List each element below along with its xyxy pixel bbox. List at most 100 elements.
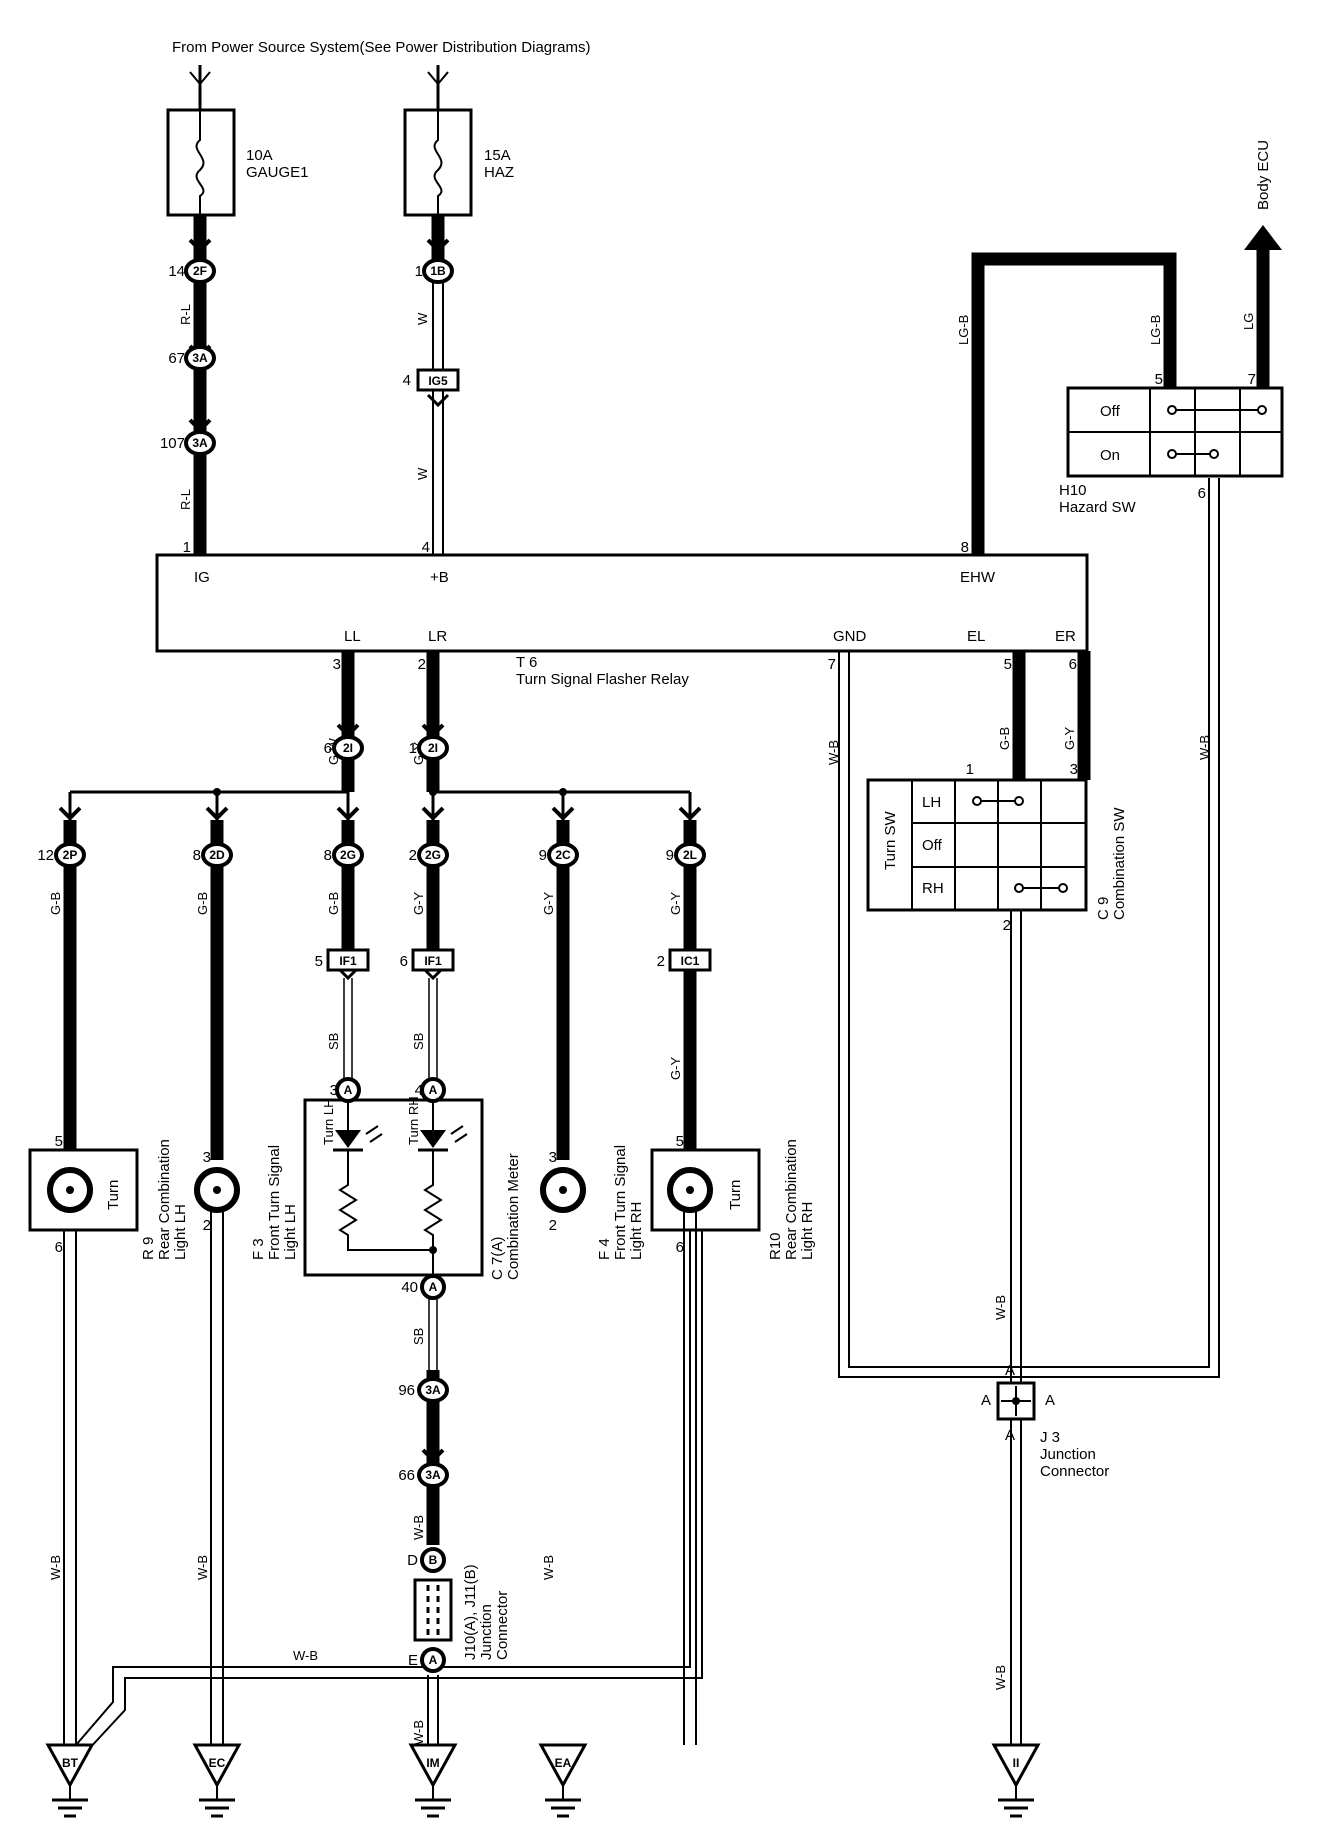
connector-code: 3A (192, 351, 208, 365)
gauge1-feed: 10A GAUGE1 (166, 65, 309, 555)
pin-number: 6 (55, 1239, 63, 1256)
ground-icon (45, 1743, 95, 1789)
connector-badge: 3A (184, 345, 216, 371)
fuse-element-icon (433, 110, 443, 215)
lh-label: LH (922, 794, 941, 811)
ground-label: IM (426, 1756, 439, 1770)
connector-badge: 3A (417, 1462, 449, 1488)
ground-icon (192, 1743, 242, 1789)
ground-label: EA (555, 1756, 572, 1770)
component-id: R 9 (140, 1237, 157, 1260)
pin-number: A (1005, 1362, 1015, 1379)
pin-number: 3 (549, 1149, 557, 1166)
component-id: F 3 (250, 1238, 267, 1260)
meter-turn-rh-label: Turn RH (406, 1096, 421, 1145)
junction-name: Junction (1040, 1446, 1096, 1463)
connector-badge: IC1 (668, 948, 712, 972)
connector-badge: IF1 (326, 948, 370, 972)
ground-icon (538, 1743, 588, 1789)
connector-code: 3A (425, 1468, 441, 1482)
ground-ea: EA (538, 1743, 588, 1818)
connector-badges: 2F 3A 3A 1B IG5 2I 2I 2P 2D 2G 2G 2C 2L … (54, 258, 712, 1673)
lamp-r10: Turn R10 Rear Combination Light RH (650, 1139, 816, 1260)
terminal-b: +B (430, 569, 449, 586)
pin-number: 2 (203, 1217, 211, 1234)
junction-name: Connector (494, 1591, 511, 1660)
pin-number: 8 (961, 539, 969, 556)
relay-name: Turn Signal Flasher Relay (516, 671, 689, 688)
connector-code: A (429, 1280, 438, 1294)
component-name: Front Turn Signal (266, 1145, 283, 1260)
terminal-er: ER (1055, 628, 1076, 645)
ground-bt: BT (45, 1743, 95, 1818)
wire-color-label: W-B (826, 740, 841, 765)
terminal-ig: IG (194, 569, 210, 586)
haz-feed: 15A HAZ (403, 65, 514, 555)
pin-number: A (1005, 1427, 1015, 1444)
pin-number: 6 (676, 1239, 684, 1256)
connector-code: 2I (428, 741, 438, 755)
off-label: Off (922, 837, 943, 854)
pin-number: 4 (415, 1082, 423, 1099)
lamp-inner-label: Turn (105, 1180, 122, 1210)
led-icon (335, 1130, 361, 1148)
hazard-wiring (838, 225, 1282, 1378)
component-name: Rear Combination (783, 1139, 800, 1260)
connector-code: 1B (430, 264, 446, 278)
connector-code: B (429, 1553, 438, 1567)
hazard-off-label: Off (1100, 403, 1121, 420)
pin-number: 107 (160, 435, 185, 452)
wire-color-label: G-Y (668, 1057, 683, 1080)
connector-badge: 2G (332, 842, 364, 868)
pin-number: 9 (539, 847, 547, 864)
pin-number: 2 (657, 953, 665, 970)
wire-color-label: W-B (993, 1295, 1008, 1320)
ground-im: IM (408, 1743, 458, 1818)
wire-color-label: G-Y (411, 892, 426, 915)
wire-color-label: W-B (1197, 735, 1212, 760)
comb-switch-name: Combination SW (1111, 807, 1128, 920)
combination-meter: Turn LH Turn RH C 7(A) Combination Meter (303, 1090, 522, 1280)
pin-number: E (408, 1652, 418, 1669)
ground-label: II (1013, 1756, 1020, 1770)
pin-number: 4 (422, 539, 430, 556)
pin-number: 7 (828, 656, 836, 673)
junction-name: Junction (478, 1604, 495, 1660)
wire-color-label: R-L (178, 489, 193, 510)
pin-number: 2 (409, 847, 417, 864)
connector-badge: 2I (332, 735, 364, 761)
connector-badge: A (420, 1077, 446, 1103)
component-name: Light LH (282, 1204, 299, 1260)
hazard-on-label: On (1100, 447, 1120, 464)
connector-code: 2P (63, 848, 78, 862)
rh-label: RH (922, 880, 944, 897)
pin-number: 1 (409, 740, 417, 757)
wire-color-label: G-B (326, 892, 341, 915)
wire-color-label: G-B (195, 892, 210, 915)
ground-label: EC (209, 1756, 226, 1770)
ground-icon (408, 1743, 458, 1789)
connector-code: 2L (683, 848, 697, 862)
fuse-name: HAZ (484, 164, 514, 181)
fuse-name: GAUGE1 (246, 164, 309, 181)
connector-badge: IG5 (416, 368, 460, 392)
pin-number: 6 (1069, 656, 1077, 673)
wire-color-label: R-L (178, 304, 193, 325)
connector-badge: 2G (417, 842, 449, 868)
ground-ii: II (991, 1743, 1041, 1818)
pin-number: 3 (330, 1082, 338, 1099)
meter-turn-lh-label: Turn LH (321, 1099, 336, 1145)
connector-badge: 2F (184, 258, 216, 284)
terminal-gnd: GND (833, 628, 867, 645)
pin-number: 66 (398, 1467, 415, 1484)
pin-number: 5 (55, 1133, 63, 1150)
pin-number: 40 (401, 1279, 418, 1296)
component-name: Light RH (799, 1202, 816, 1260)
pin-number: 5 (315, 953, 323, 970)
pin-number: 1 (415, 263, 423, 280)
pin-number: 6 (400, 953, 408, 970)
component-name: Rear Combination (156, 1139, 173, 1260)
component-id: R10 (767, 1232, 784, 1260)
component-name: Front Turn Signal (612, 1145, 629, 1260)
